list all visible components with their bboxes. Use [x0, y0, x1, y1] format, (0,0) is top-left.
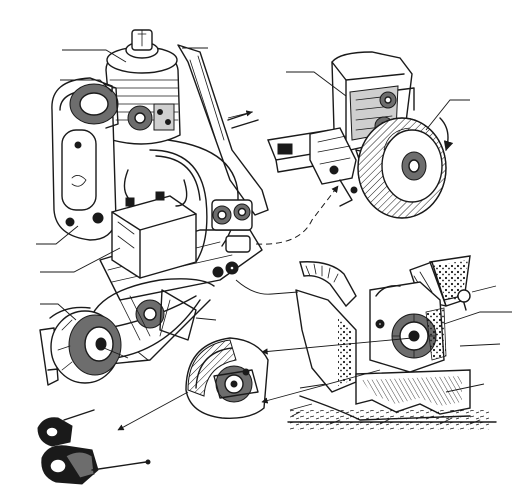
- metering-disc: [369, 281, 471, 373]
- cam-clutch: [185, 337, 269, 419]
- motor-assembly: [105, 29, 181, 145]
- support-wheel: [357, 117, 454, 219]
- seed-tube: [295, 261, 357, 393]
- callout-leaders: [36, 47, 512, 411]
- battery: [111, 191, 197, 279]
- clutch-unit: [211, 199, 253, 278]
- pulley-housing: [51, 77, 119, 241]
- furrow-opener: [287, 369, 497, 430]
- shaft-bracket: [267, 127, 419, 207]
- wiring-harness: [123, 139, 239, 263]
- cam-fork-detail: [37, 409, 151, 485]
- connection-arrows: [117, 110, 413, 431]
- drive-wheel: [49, 306, 122, 384]
